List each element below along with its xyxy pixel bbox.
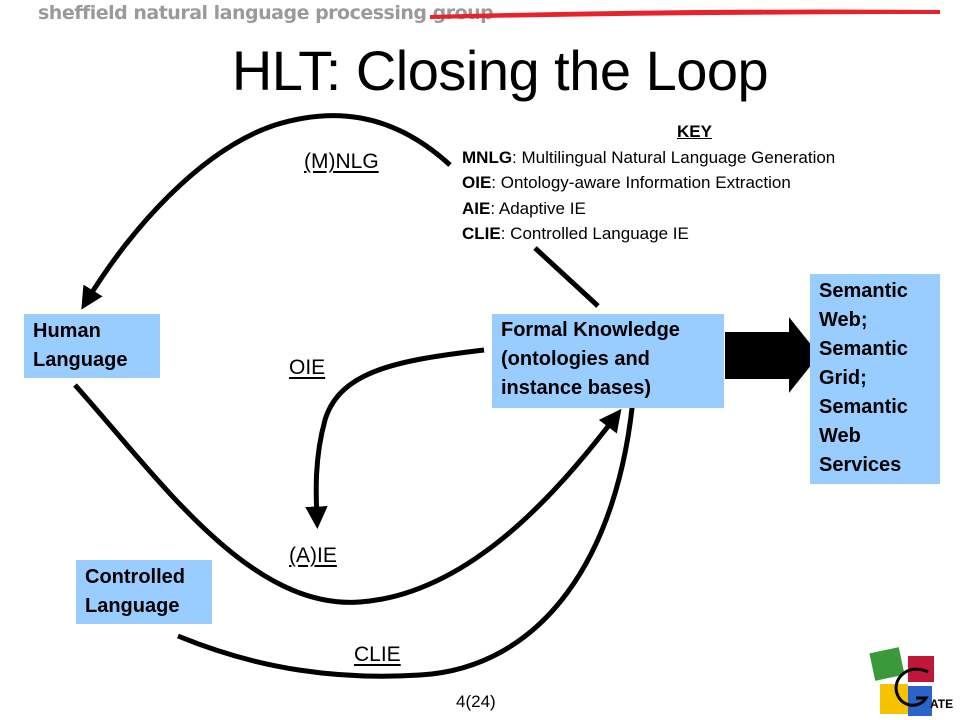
aie-arrow [73, 383, 622, 605]
oie-label: OIE [289, 356, 326, 379]
semantic-line-5: Semantic [819, 396, 908, 418]
key-title: KEY [677, 122, 712, 141]
semantic-line-6: Web [819, 425, 861, 447]
mnlg-label: (M)NLG [304, 150, 379, 173]
aie-label: (A)IE [289, 544, 337, 567]
human-language-line-2: Language [33, 349, 128, 371]
mnlg-arrow-head-segment [81, 113, 452, 310]
formal-knowledge-line-1: Formal Knowledge [501, 319, 680, 341]
semantic-web-box: Semantic Web; Semantic Grid; Semantic We… [810, 274, 940, 484]
header-red-bar [430, 9, 940, 19]
page-number: 4(24) [456, 692, 496, 711]
gate-logo: ATE [869, 647, 953, 716]
key-entry-aie: AIE: Adaptive IE [462, 198, 586, 218]
semantic-line-4: Grid; [819, 367, 867, 389]
human-language-line-1: Human [33, 320, 101, 342]
key-entry-oie: OIE: Ontology-aware Information Extracti… [462, 173, 791, 192]
oie-arrow [305, 347, 485, 529]
mnlg-arrow [533, 246, 600, 308]
controlled-language-line-2: Language [85, 595, 180, 617]
semantic-line-7: Services [819, 454, 902, 476]
semantic-line-3: Semantic [819, 338, 908, 360]
semantic-line-1: Semantic [819, 280, 908, 302]
formal-knowledge-line-2: (ontologies and [501, 348, 650, 370]
controlled-language-line-1: Controlled [85, 566, 185, 588]
slide-title: HLT: Closing the Loop [231, 39, 769, 102]
header-brand: sheffield natural language processing gr… [38, 2, 494, 24]
formal-knowledge-line-3: instance bases) [501, 377, 652, 399]
controlled-language-box: Controlled Language [76, 560, 212, 624]
semantic-line-2: Web; [819, 309, 868, 331]
clie-arrow [177, 379, 645, 679]
logo-text: ATE [930, 697, 953, 711]
key-entry-mnlg: MNLG: Multilingual Natural Language Gene… [462, 147, 836, 167]
formal-knowledge-box: Formal Knowledge (ontologies and instanc… [492, 314, 724, 408]
clie-label: CLIE [354, 643, 401, 666]
publish-block-arrow [725, 317, 820, 393]
human-language-box: Human Language [24, 314, 160, 378]
key-entry-clie: CLIE: Controlled Language IE [462, 224, 689, 243]
key-legend: KEY MNLG: Multilingual Natural Language … [462, 119, 952, 247]
